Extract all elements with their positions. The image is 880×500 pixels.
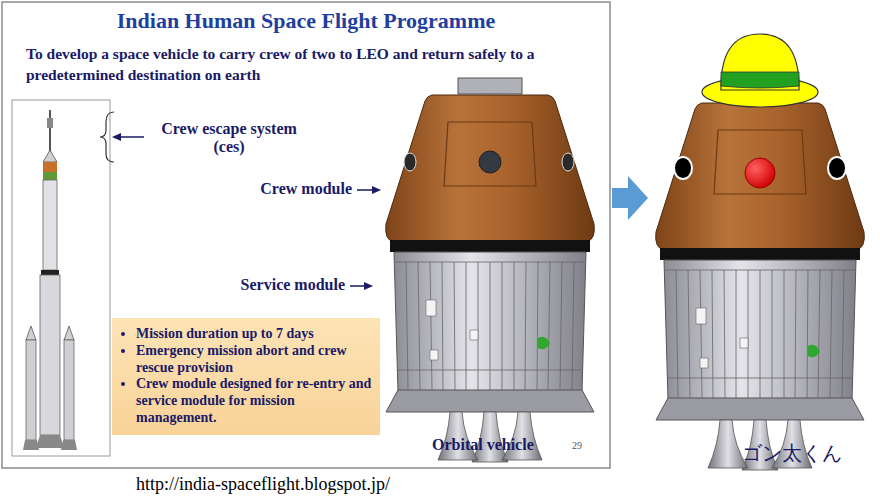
source-url: http://india-spaceflight.blogspot.jp/ — [136, 474, 390, 495]
part-label: Service module — [241, 276, 345, 294]
slide-title: Indian Human Space Flight Programme — [4, 8, 608, 34]
subtitle: To develop a space vehicle to carry crew… — [26, 44, 606, 86]
gonta-kun — [656, 86, 865, 470]
character-name: ゴン太くん — [742, 440, 842, 467]
bullet-item: Mission duration up to 7 days — [136, 326, 372, 343]
page-number: 29 — [572, 440, 582, 451]
bullet-list: Mission duration up to 7 daysEmergency m… — [118, 326, 372, 427]
orbital-vehicle — [386, 78, 595, 462]
rocket-panel — [12, 100, 110, 456]
slide-frame — [2, 2, 610, 468]
yellow-hat — [702, 34, 818, 107]
part-label: Crew module — [260, 180, 352, 198]
part-label: Crew escape system (ces) — [146, 120, 312, 157]
leader-lines — [100, 112, 381, 290]
figure-caption: Orbital vehicle — [432, 436, 534, 454]
transform-arrow — [612, 176, 648, 220]
bullet-item: Crew module designed for re-entry and se… — [136, 376, 372, 426]
bullet-item: Emergency mission abort and crew rescue … — [136, 343, 372, 377]
info-box: Mission duration up to 7 daysEmergency m… — [112, 318, 380, 435]
